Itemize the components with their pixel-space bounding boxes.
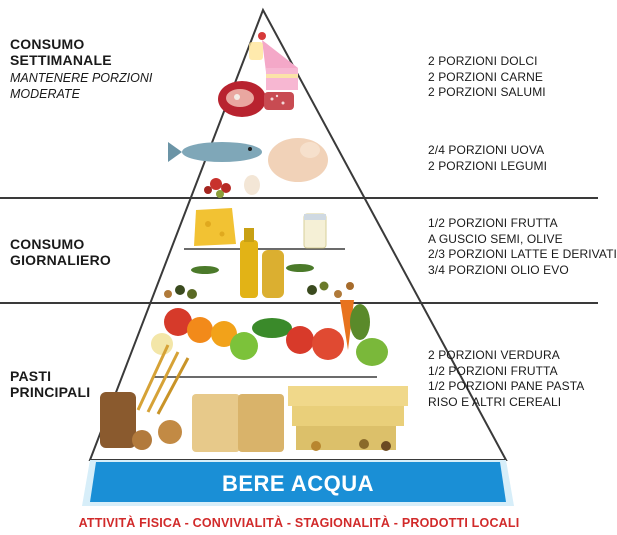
portion-item: 1/2 PORZIONI FRUTTA — [428, 216, 558, 230]
water-band — [90, 462, 506, 502]
portion-item: A GUSCIO SEMI, OLIVE — [428, 231, 563, 246]
main-meals-title: PASTI PRINCIPALI — [10, 368, 90, 400]
wheat-icon — [136, 344, 190, 415]
salami-icon — [264, 92, 294, 110]
cup-icon — [249, 42, 263, 60]
main-meals-title-line1: PASTI — [10, 368, 52, 384]
main-meals-title-line2: PRINCIPALI — [10, 384, 91, 400]
portion-item: 2 PORZIONI VERDURA — [428, 348, 560, 362]
daily-title-line2: GIORNALIERO — [10, 252, 111, 268]
cheese-icon — [194, 208, 236, 246]
daily-consumption-title: CONSUMO GIORNALIERO — [10, 236, 111, 268]
yogurt-icon — [303, 213, 327, 249]
egg-icon — [244, 175, 260, 195]
drink-water-label: BERE ACQUA — [221, 471, 375, 496]
portion-item: 2/3 PORZIONI LATTE E DERIVATI — [428, 247, 617, 261]
weekly-subtitle-line2: MODERATE — [10, 87, 80, 101]
lifestyle-footer: ATTIVITÀ FISICA - CONVIVIALITÀ - STAGION… — [78, 516, 520, 530]
weekly-subtitle-line1: MANTENERE PORZIONI — [10, 71, 153, 85]
portion-item: 2 PORZIONI DOLCI — [428, 54, 538, 68]
portion-item: 3/4 PORZIONI OLIO EVO — [428, 262, 569, 277]
weekly-portions-list-b: 2/4 PORZIONI UOVA 2 PORZIONI LEGUMI — [428, 143, 547, 174]
olives-icon — [175, 264, 329, 299]
sweets-icon — [258, 32, 298, 90]
portion-item: 1/2 PORZIONI FRUTTA — [428, 363, 558, 378]
weekly-portions-list-a: 2 PORZIONI DOLCI 2 PORZIONI CARNE 2 PORZ… — [428, 54, 546, 101]
weekly-consumption-title: CONSUMO SETTIMANALE — [10, 36, 112, 68]
daily-title-line1: CONSUMO — [10, 236, 85, 252]
daily-portions-list: 1/2 PORZIONI FRUTTA A GUSCIO SEMI, OLIVE… — [428, 216, 617, 278]
meat-icon — [218, 81, 266, 117]
portion-item: 2/4 PORZIONI UOVA — [428, 143, 545, 157]
chicken-icon — [268, 138, 328, 182]
weekly-title-line1: CONSUMO — [10, 36, 85, 52]
food-pyramid-infographic: CONSUMO SETTIMANALE MANTENERE PORZIONI M… — [0, 7, 617, 530]
portion-item: RISO E ALTRI CEREALI — [428, 394, 562, 409]
weekly-consumption-subtitle: MANTENERE PORZIONI MODERATE — [10, 70, 152, 102]
portion-item: 2 PORZIONI SALUMI — [428, 85, 546, 99]
fruit-icon — [151, 308, 258, 360]
bread-icon — [100, 392, 284, 452]
fish-icon — [168, 142, 262, 162]
pasta-icon — [288, 386, 408, 451]
pyramid-graphic — [0, 7, 598, 506]
oil-icon — [240, 228, 284, 298]
nuts-icon — [164, 282, 354, 298]
weekly-title-line2: SETTIMANALE — [10, 52, 112, 68]
portion-item: 2 PORZIONI CARNE — [428, 69, 543, 84]
portion-item: 1/2 PORZIONI PANE PASTA — [428, 379, 585, 393]
legumes-icon — [204, 178, 231, 198]
vegetables-icon — [252, 300, 388, 366]
main-meals-portions-list: 2 PORZIONI VERDURA 1/2 PORZIONI FRUTTA 1… — [428, 348, 584, 410]
portion-item: 2 PORZIONI LEGUMI — [428, 158, 548, 173]
